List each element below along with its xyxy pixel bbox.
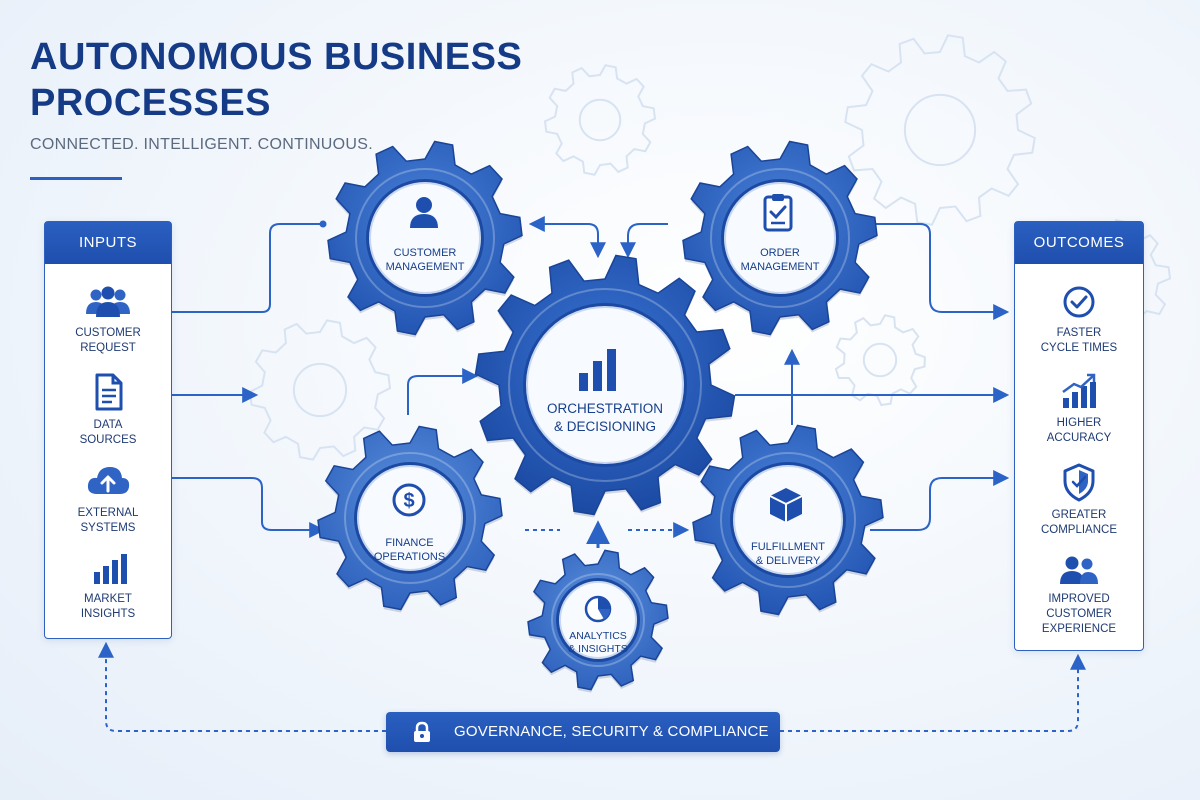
connector-governance-outcomes <box>780 653 1086 732</box>
input-item-market-insights: MARKET INSIGHTS <box>45 552 171 622</box>
input-label: EXTERNAL SYSTEMS <box>77 507 139 534</box>
page-subtitle: CONNECTED. INTELLIGENT. CONTINUOUS. <box>30 136 373 153</box>
input-item-external-systems: EXTERNAL SYSTEMS <box>45 462 171 536</box>
people-group-icon <box>86 286 130 317</box>
document-icon <box>95 373 123 411</box>
person-icon <box>410 197 438 228</box>
title-underline <box>30 177 122 180</box>
connector-to-faster <box>858 223 1010 320</box>
connector-to-customer <box>170 223 322 313</box>
gear-orchestration-decisioning <box>474 254 736 518</box>
users-icon <box>1060 556 1098 584</box>
outcome-label: GREATER COMPLIANCE <box>1040 509 1118 536</box>
cloud-upload-icon <box>87 467 130 494</box>
outcome-label: HIGHER ACCURACY <box>1046 417 1112 444</box>
outcome-item-faster-cycle-times: FASTER CYCLE TIMES <box>1015 284 1143 356</box>
governance-security-compliance-bar: GOVERNANCE, SECURITY & COMPLIANCE <box>386 712 780 752</box>
input-label: CUSTOMER REQUEST <box>75 327 141 354</box>
customer-management-label: CUSTOMER MANAGEMENT <box>385 247 465 273</box>
connector-customer-center <box>528 216 606 259</box>
order-management-label: ORDER MANAGEMENT <box>740 247 820 273</box>
outcome-item-improved-customer-experience: IMPROVED CUSTOMER EXPERIENCE <box>1015 554 1143 637</box>
connector-order-center <box>620 223 668 259</box>
inputs-heading: INPUTS <box>45 222 171 264</box>
outcome-item-greater-compliance: GREATER COMPLIANCE <box>1015 462 1143 538</box>
governance-label: GOVERNANCE, SECURITY & COMPLIANCE <box>454 723 769 740</box>
connector-to-finance <box>170 477 326 538</box>
input-item-customer-request: CUSTOMER REQUEST <box>45 284 171 356</box>
connector-governance-inputs <box>98 641 386 732</box>
analytics-insights-label: ANALYTICS & INSIGHTS <box>568 630 628 655</box>
gear-finance-operations <box>317 425 503 613</box>
pie-chart-icon <box>584 595 612 623</box>
page-title: AUTONOMOUS BUSINESS PROCESSES <box>30 36 523 124</box>
bar-chart-icon <box>94 554 127 584</box>
trend-up-chart-icon <box>1062 373 1096 408</box>
connector-finance-center <box>407 368 479 415</box>
connector-dot <box>319 220 327 228</box>
lock-icon <box>414 721 430 742</box>
outcome-label: FASTER CYCLE TIMES <box>1040 327 1118 354</box>
outcomes-heading: OUTCOMES <box>1015 222 1143 264</box>
orchestration-decisioning-label: ORCHESTRATION & DECISIONING <box>546 401 663 434</box>
bar-chart-icon <box>579 349 616 391</box>
fulfillment-delivery-label: FULFILLMENT & DELIVERY <box>751 541 825 567</box>
gears <box>317 140 884 693</box>
finance-operations-label: FINANCE OPERATIONS <box>373 537 446 563</box>
box-icon <box>769 488 803 522</box>
clipboard-check-icon <box>763 194 793 232</box>
input-label: MARKET INSIGHTS <box>80 593 136 620</box>
check-circle-icon <box>1063 286 1095 318</box>
outcomes-panel: OUTCOMES FASTER CYCLE TIMES HIGHER ACCUR… <box>1014 221 1144 651</box>
connector-to-compliance <box>870 470 1010 531</box>
inputs-panel: INPUTS CUSTOMER REQUEST DATA SOURCES <box>44 221 172 639</box>
svg-text:$: $ <box>403 490 414 512</box>
outcome-label: IMPROVED CUSTOMER EXPERIENCE <box>1041 593 1117 635</box>
dollar-circle-icon: $ <box>392 483 426 517</box>
shield-check-icon <box>1063 463 1095 502</box>
input-item-data-sources: DATA SOURCES <box>45 372 171 448</box>
input-label: DATA SOURCES <box>79 419 137 446</box>
gear-order-management <box>682 140 878 338</box>
outcome-item-higher-accuracy: HIGHER ACCURACY <box>1015 372 1143 446</box>
connector-arrows <box>98 216 1086 732</box>
gear-customer-management <box>327 140 523 338</box>
